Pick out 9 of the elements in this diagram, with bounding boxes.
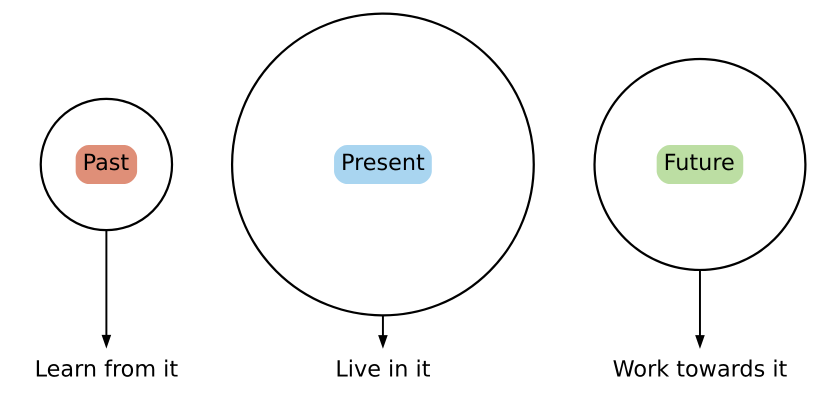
node-circle: Present bbox=[230, 12, 535, 316]
arrow bbox=[695, 270, 705, 349]
node-circle: Past bbox=[40, 98, 174, 232]
arrow bbox=[378, 316, 388, 349]
node-circle: Future bbox=[593, 58, 807, 272]
node-text: Work towards it bbox=[612, 356, 788, 383]
node-text: Learn from it bbox=[34, 356, 178, 383]
arrow bbox=[102, 230, 112, 349]
node-text: Live in it bbox=[335, 356, 430, 383]
